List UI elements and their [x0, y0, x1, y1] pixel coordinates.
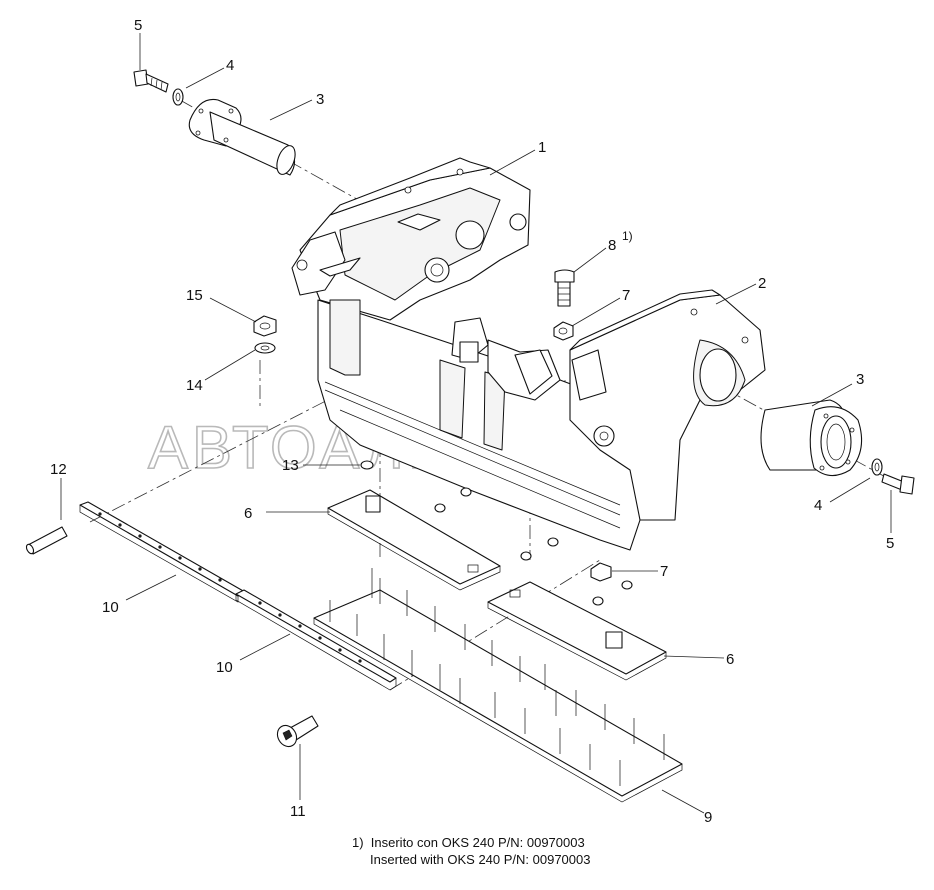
- guide-strips: [79, 501, 397, 691]
- leader-lines: [60, 33, 892, 814]
- callout-15: 15: [186, 287, 203, 304]
- callout-11: 11: [290, 803, 306, 820]
- frame-upper: [291, 157, 531, 321]
- callout-8: 8: [608, 237, 616, 254]
- wear-plate-left: [327, 489, 501, 591]
- callout-13: 13: [282, 457, 299, 474]
- callout-7-lower: 7: [660, 563, 668, 580]
- callout-5-top: 5: [134, 17, 142, 34]
- wear-plate-right: [487, 581, 667, 681]
- flanged-bushing-top-left: [188, 98, 296, 176]
- base-plate: [313, 568, 683, 803]
- callout-12: 12: [50, 461, 67, 478]
- callout-1: 1: [538, 139, 546, 156]
- callout-3-top: 3: [316, 91, 324, 108]
- footnote-line-english: Inserted with OKS 240 P/N: 00970003: [352, 852, 591, 867]
- frame-right: [569, 289, 766, 521]
- pin: [25, 526, 68, 555]
- callout-7-top: 7: [622, 287, 630, 304]
- washer-right: [871, 458, 883, 476]
- washer-top-left: [172, 88, 184, 106]
- base-plate-studs: [329, 568, 665, 786]
- callout-4-top: 4: [226, 57, 234, 74]
- callout-5-right: 5: [886, 535, 894, 552]
- callout-14: 14: [186, 377, 203, 394]
- nut-lower: [590, 562, 612, 582]
- socket-screw: [276, 715, 319, 748]
- callout-8-footnote-mark: 1): [622, 229, 633, 243]
- callout-labels: 5 4 3 1 8 1) 2 15 7 14 3 13 12 6 4 5 7 1…: [50, 17, 894, 826]
- callout-6-left: 6: [244, 505, 252, 522]
- callout-4-right: 4: [814, 497, 822, 514]
- callout-2: 2: [758, 275, 766, 292]
- nuts-under-frame: [360, 460, 633, 606]
- callout-10-upper: 10: [102, 599, 119, 616]
- callout-10-lower: 10: [216, 659, 233, 676]
- bolt-right: [881, 473, 915, 495]
- flanged-bushing-right: [760, 399, 863, 477]
- footnote: 1) Inserito con OKS 240 P/N: 00970003 In…: [352, 834, 590, 868]
- callout-9: 9: [704, 809, 712, 826]
- washer-left: [254, 342, 276, 354]
- vertical-bolt: [554, 269, 575, 307]
- footnote-line-italian: 1) Inserito con OKS 240 P/N: 00970003: [352, 835, 585, 850]
- bolt-top-left: [133, 69, 169, 93]
- callout-6-right: 6: [726, 651, 734, 668]
- nut-left: [253, 315, 277, 337]
- callout-3-right: 3: [856, 371, 864, 388]
- nut-top: [553, 321, 574, 341]
- center-brackets: [451, 317, 561, 401]
